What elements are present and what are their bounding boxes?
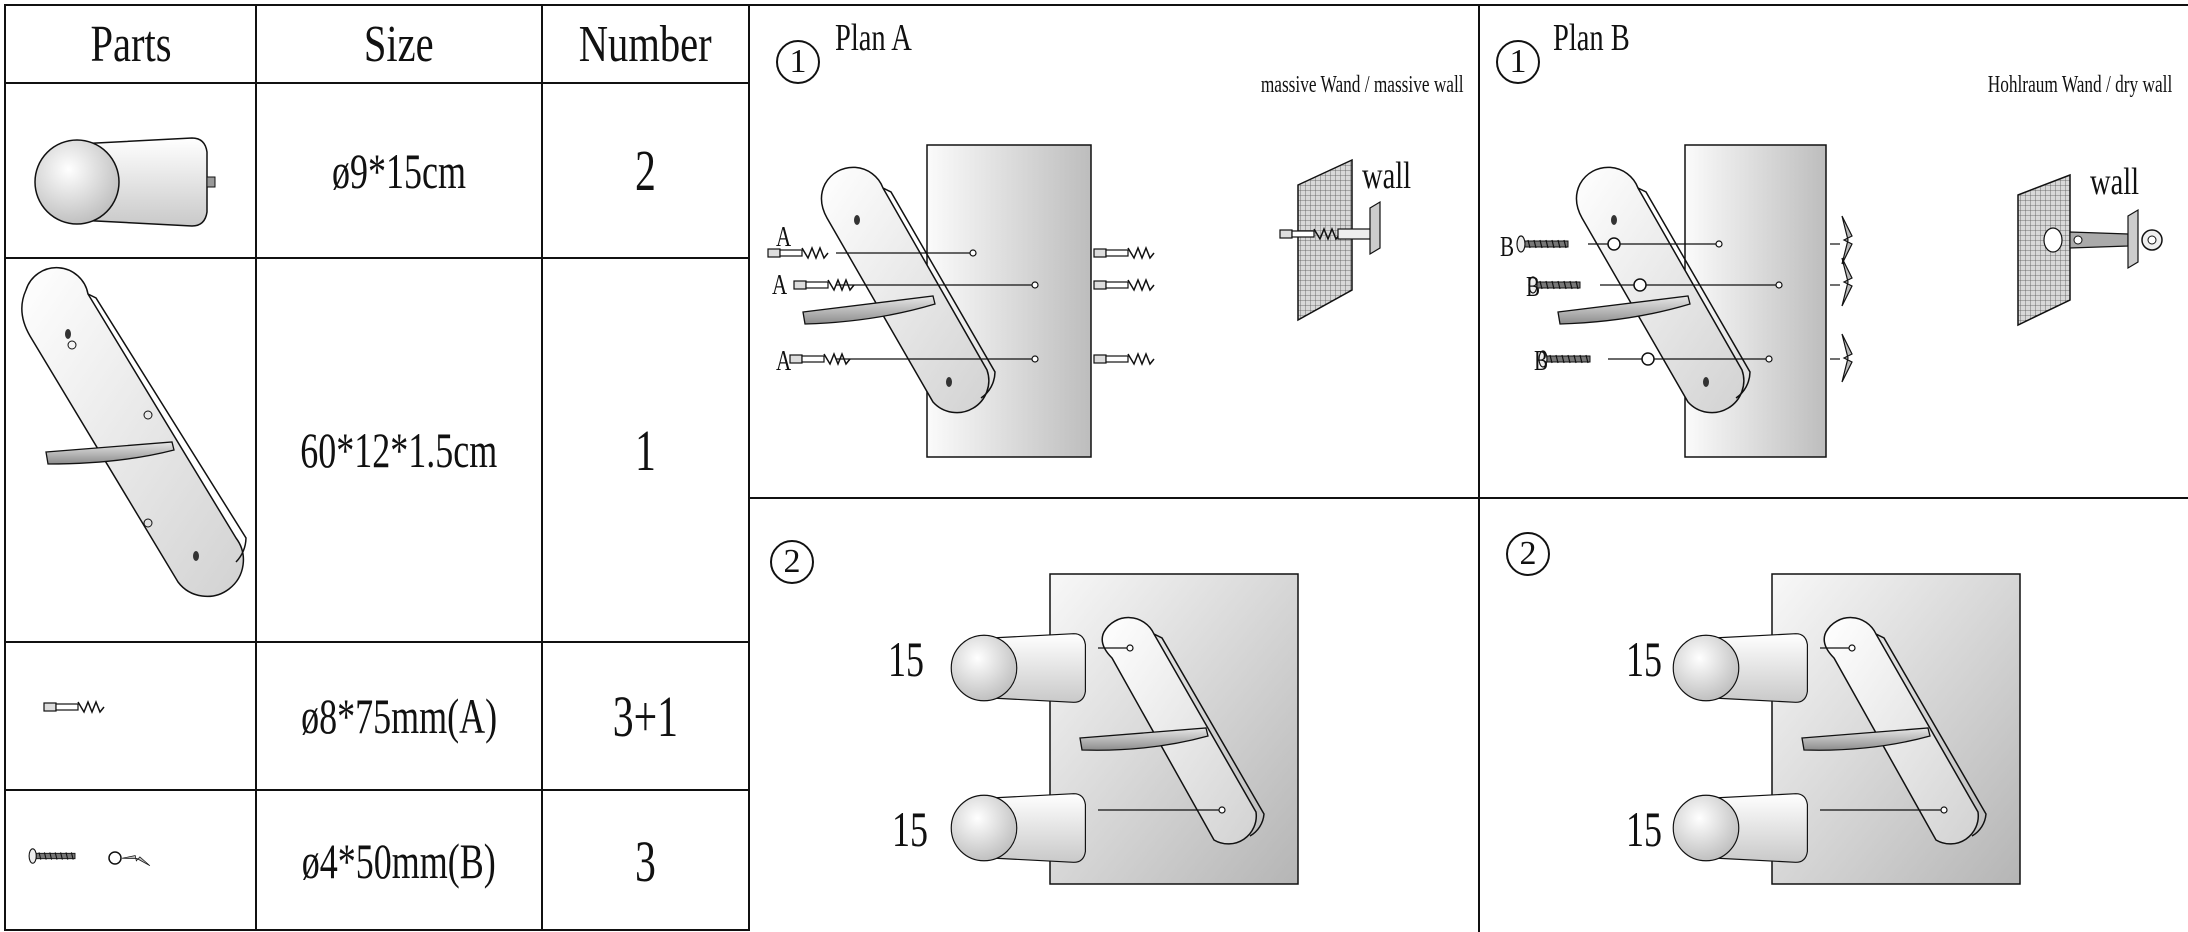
step2-b-drawing xyxy=(1672,573,2021,885)
step-number-circle: 2 xyxy=(770,540,814,584)
distance-label: 15 xyxy=(1626,631,1662,687)
size-value: ø4*50mm(B) xyxy=(302,833,496,889)
plan-b-wall-type: Hohlraum Wand / dry wall xyxy=(1987,72,2173,98)
number-value: 3 xyxy=(635,828,656,894)
part-screw-set-image xyxy=(28,848,152,867)
size-value: 60*12*1.5cm xyxy=(300,422,498,478)
step-number-circle: 1 xyxy=(776,40,820,84)
screw-letter-a: A xyxy=(772,270,788,301)
plan-b-title: Plan B xyxy=(1553,17,1630,59)
number-value: 2 xyxy=(635,138,656,203)
instruction-panels-grid xyxy=(749,4,2188,932)
screw-letter-b: B xyxy=(1526,272,1541,303)
size-value: ø8*75mm(A) xyxy=(300,688,497,744)
step-number-circle: 2 xyxy=(1506,532,1550,576)
plan-a-wall-label: wall xyxy=(1362,155,1412,197)
header-size: Size xyxy=(364,15,434,73)
step-number-circle: 1 xyxy=(1496,40,1540,84)
part-rod-image xyxy=(34,137,216,227)
parts-table-grid xyxy=(4,4,750,931)
part-anchor-image xyxy=(43,701,105,713)
plan-b-wall-label: wall xyxy=(2090,161,2140,203)
number-value: 3+1 xyxy=(612,683,679,749)
distance-label: 15 xyxy=(1626,801,1662,857)
screw-letter-a: A xyxy=(776,222,792,253)
screw-letter-b: B xyxy=(1534,346,1549,377)
screw-letter-b: B xyxy=(1500,232,1515,263)
step2-a-drawing xyxy=(950,573,1299,885)
distance-label: 15 xyxy=(888,631,924,687)
plan-b-drawing xyxy=(1516,144,2163,458)
number-value: 1 xyxy=(635,417,656,483)
header-number: Number xyxy=(579,15,712,73)
screw-letter-a: A xyxy=(776,346,792,377)
distance-label: 15 xyxy=(892,801,928,857)
plan-a-title: Plan A xyxy=(835,17,912,59)
plan-a-wall-type: massive Wand / massive wall xyxy=(1261,72,1464,98)
plan-a-drawing xyxy=(767,144,1381,458)
size-value: ø9*15cm xyxy=(332,142,466,199)
part-bracket-image xyxy=(21,266,247,598)
header-parts: Parts xyxy=(89,15,172,73)
